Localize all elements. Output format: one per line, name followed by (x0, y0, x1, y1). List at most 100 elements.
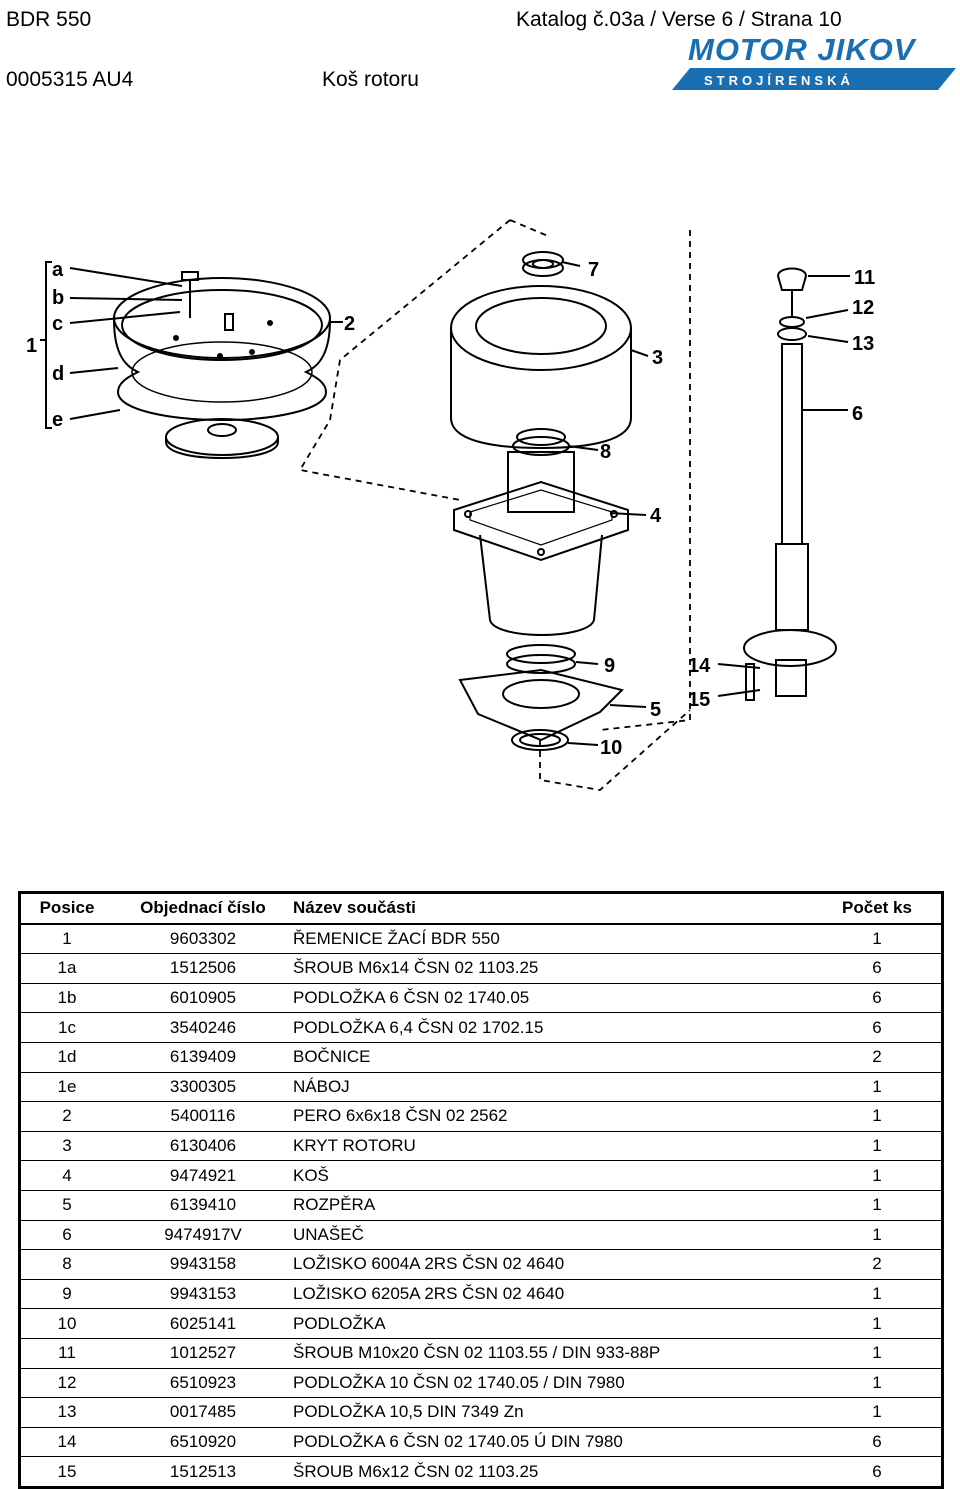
cell-order: 6025141 (169, 1313, 237, 1333)
callout-4: 4 (650, 505, 662, 527)
cell-order: 5400116 (170, 1106, 236, 1126)
callout-8: 8 (600, 441, 611, 463)
callout-10: 10 (600, 737, 622, 759)
cell-name: BOČNICE (293, 1047, 371, 1067)
table-header-row: Posice Objednací číslo Název součásti Po… (19, 892, 943, 925)
cell-pos: 1b (57, 988, 77, 1008)
page-title: Koš rotoru (322, 68, 419, 91)
callout-11: 11 (854, 267, 875, 289)
cell-pos: 5 (62, 1195, 72, 1215)
cell-order: 9474921 (169, 1165, 237, 1185)
pulley-assembly (40, 261, 343, 460)
exploded-diagram: a b c 1 d e 2 7 3 8 4 9 5 10 11 12 13 6 … (26, 219, 875, 791)
cell-qty: 1 (872, 1402, 882, 1422)
table-row: 1a 1512506 ŠROUB M6x14 ČSN 02 1103.25 6 (19, 953, 943, 984)
cell-pos: 15 (57, 1461, 77, 1481)
callout-6: 6 (852, 403, 863, 425)
parts-table: Posice Objednací číslo Název součásti Po… (18, 891, 944, 1489)
callout-2: 2 (344, 313, 355, 335)
callout-e: e (52, 409, 63, 431)
cell-name: LOŽISKO 6004A 2RS ČSN 02 4640 (293, 1254, 565, 1274)
cell-name: ŠROUB M6x12 ČSN 02 1103.25 (293, 1461, 539, 1481)
catalog-label: Katalog č.03a / Verse 6 / Strana 10 (516, 8, 842, 31)
cell-order: 9943158 (169, 1254, 237, 1274)
cell-pos: 6 (62, 1224, 72, 1244)
cell-qty: 1 (872, 1136, 882, 1156)
table-row: 15 1512513 ŠROUB M6x12 ČSN 02 1103.25 6 (19, 1456, 943, 1488)
callout-1: 1 (26, 335, 37, 357)
cell-pos: 9 (62, 1284, 72, 1304)
callout-7: 7 (588, 259, 599, 281)
cell-pos: 1a (57, 958, 77, 978)
cell-name: PODLOŽKA 6,4 ČSN 02 1702.15 (293, 1017, 544, 1037)
col-name-header: Název součásti (293, 892, 813, 925)
model-label: BDR 550 (6, 8, 92, 31)
cell-name: ŘEMENICE ŽACÍ BDR 550 (293, 928, 500, 948)
table-row: 8 9943158 LOŽISKO 6004A 2RS ČSN 02 4640 2 (19, 1249, 943, 1280)
cell-qty: 1 (872, 1313, 882, 1333)
cell-order: 6130406 (169, 1136, 237, 1156)
table-row: 4 9474921 KOŠ 1 (19, 1160, 943, 1191)
cell-order: 9474917V (164, 1224, 242, 1244)
cell-order: 6010905 (169, 988, 237, 1008)
table-row: 6 9474917V UNAŠEČ 1 (19, 1220, 943, 1250)
cell-qty: 1 (872, 1372, 882, 1392)
cell-name: ŠROUB M6x14 ČSN 02 1103.25 (293, 958, 539, 978)
cell-qty: 1 (872, 928, 882, 948)
cell-qty: 1 (872, 1165, 882, 1185)
cell-order: 1012527 (169, 1343, 237, 1363)
cell-qty: 6 (872, 1461, 882, 1481)
logo-brand: MOTOR JIKOV (688, 32, 917, 67)
callout-d: d (52, 363, 64, 385)
cell-pos: 3 (62, 1136, 72, 1156)
cell-qty: 1 (872, 1224, 882, 1244)
cell-pos: 8 (62, 1254, 72, 1274)
cell-qty: 6 (872, 958, 882, 978)
callout-a: a (52, 259, 64, 281)
cell-name: PERO 6x6x18 ČSN 02 2562 (293, 1106, 508, 1126)
shaft-assembly (717, 267, 850, 701)
cell-pos: 1 (62, 928, 72, 948)
cell-qty: 6 (872, 988, 882, 1008)
cell-name: KOŠ (293, 1165, 329, 1185)
cell-order: 6510920 (169, 1431, 237, 1451)
cell-name: NÁBOJ (293, 1076, 350, 1096)
rotor-assembly (450, 251, 649, 751)
callout-c: c (52, 313, 63, 335)
cell-qty: 1 (872, 1284, 882, 1304)
cell-pos: 13 (57, 1402, 77, 1422)
cell-qty: 6 (872, 1431, 882, 1451)
product-code: 0005315 AU4 (6, 68, 134, 91)
cell-qty: 1 (872, 1195, 882, 1215)
cell-name: PODLOŽKA 10,5 DIN 7349 Zn (293, 1402, 524, 1422)
cell-pos: 2 (62, 1106, 72, 1126)
cell-qty: 2 (872, 1254, 882, 1274)
callouts: a b c 1 d e 2 7 3 8 4 9 5 10 11 12 13 6 … (26, 259, 875, 759)
col-pos-header: Posice (19, 892, 113, 925)
callout-3: 3 (652, 347, 663, 369)
logo-subtitle: STROJÍRENSKÁ (704, 73, 854, 88)
cell-pos: 4 (62, 1165, 72, 1185)
cell-name: PODLOŽKA 10 ČSN 02 1740.05 / DIN 7980 (293, 1372, 625, 1392)
cell-order: 3300305 (169, 1076, 237, 1096)
col-qty-header: Počet ks (813, 892, 943, 925)
motor-jikov-logo: MOTOR JIKOV STROJÍRENSKÁ (672, 32, 956, 90)
cell-name: UNAŠEČ (293, 1224, 364, 1244)
cell-order: 1512506 (169, 958, 237, 978)
cell-qty: 2 (872, 1047, 882, 1067)
callout-14: 14 (688, 655, 711, 677)
cell-order: 1512513 (169, 1461, 237, 1481)
table-row: 13 0017485 PODLOŽKA 10,5 DIN 7349 Zn 1 (19, 1397, 943, 1428)
cell-qty: 1 (872, 1076, 882, 1096)
cell-order: 0017485 (169, 1402, 237, 1422)
cell-pos: 11 (58, 1343, 76, 1363)
cell-pos: 10 (57, 1313, 77, 1333)
